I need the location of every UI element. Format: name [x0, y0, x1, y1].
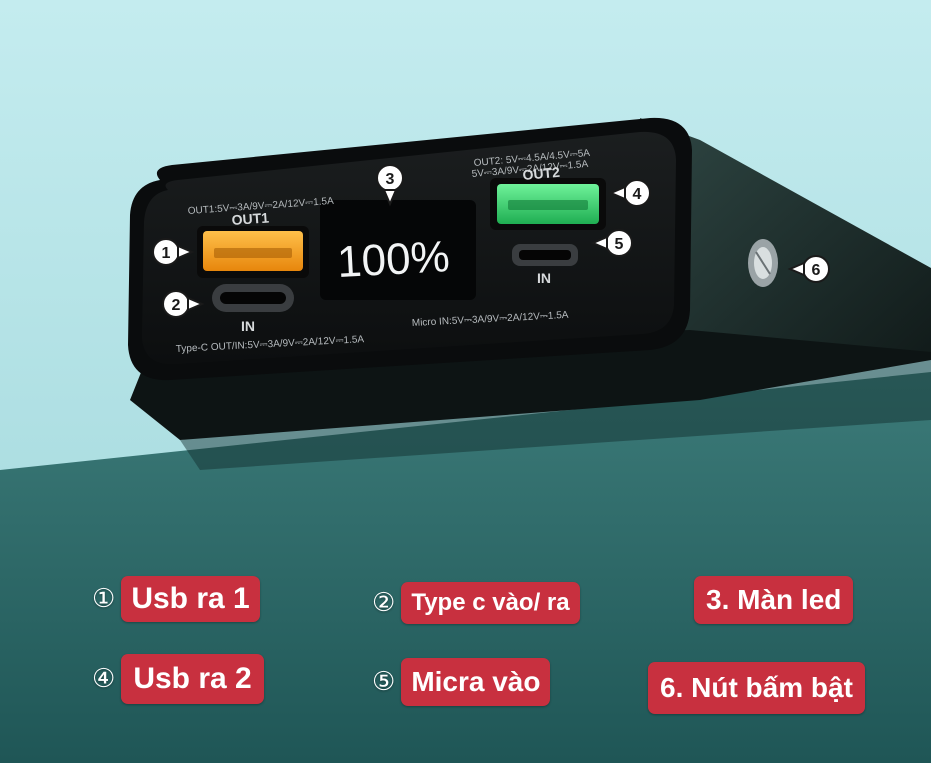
- out2-label: OUT2: [522, 164, 561, 183]
- caption-marker: ⑤: [372, 667, 396, 697]
- caption-usb-out1: ① Usb ra 1: [92, 576, 260, 622]
- caption-label: Type c vào/ ra: [401, 582, 580, 624]
- callout-2: 2: [162, 290, 205, 318]
- svg-text:3: 3: [386, 171, 395, 188]
- caption-marker: ②: [372, 588, 396, 618]
- svg-text:5: 5: [615, 236, 624, 253]
- caption-label: Usb ra 2: [121, 654, 264, 704]
- caption-marker: ④: [92, 664, 116, 694]
- led-display: [320, 200, 476, 300]
- out1-label: OUT1: [231, 209, 270, 228]
- caption-usb-out2: ④ Usb ra 2: [92, 654, 264, 704]
- display-value: 100%: [336, 232, 451, 287]
- caption-label: Usb ra 1: [121, 576, 260, 622]
- svg-text:2: 2: [172, 297, 181, 314]
- device-side-panel: [640, 118, 931, 380]
- typec-in-label: IN: [241, 318, 255, 334]
- callout-5: 5: [590, 229, 633, 257]
- caption-micro-usb: ⑤ Micra vào: [372, 658, 551, 706]
- caption-marker: ①: [92, 584, 116, 614]
- callout-1: 1: [152, 238, 195, 266]
- caption-led-screen: 3. Màn led: [694, 576, 854, 624]
- caption-typec: ② Type c vào/ ra: [372, 582, 580, 624]
- caption-label: 3. Màn led: [694, 576, 854, 624]
- callout-4: 4: [608, 179, 651, 207]
- svg-text:4: 4: [633, 186, 642, 203]
- caption-label: Micra vào: [401, 658, 551, 706]
- callout-3: 3: [376, 164, 404, 207]
- caption-power-button: 6. Nút bấm bật: [648, 662, 865, 714]
- caption-label: 6. Nút bấm bật: [648, 662, 865, 714]
- svg-text:6: 6: [812, 262, 821, 279]
- svg-text:1: 1: [162, 245, 171, 262]
- micro-in-label: IN: [537, 270, 551, 286]
- callout-6: 6: [787, 255, 830, 283]
